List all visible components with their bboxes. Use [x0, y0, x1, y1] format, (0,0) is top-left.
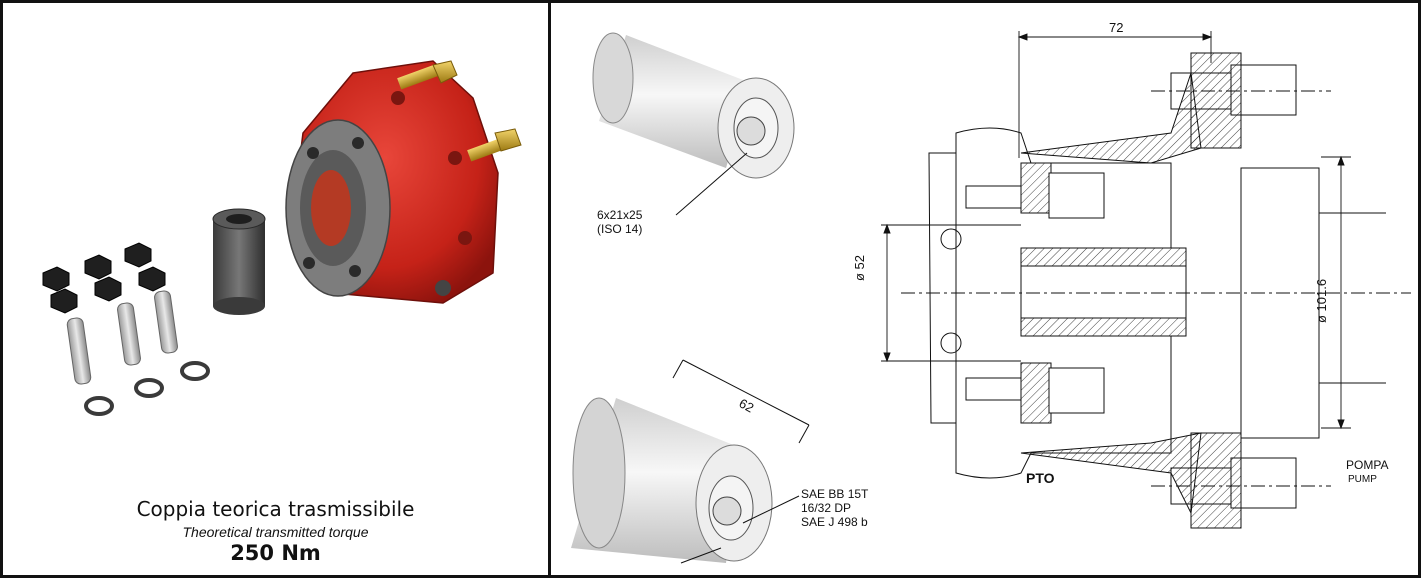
- studs: [66, 290, 178, 385]
- spline-sae-line-3: SAE J 498 b: [801, 515, 868, 529]
- spline-sae-line-1: SAE BB 15T: [801, 487, 869, 501]
- pto-label: PTO: [1026, 470, 1055, 486]
- product-photo-panel: Coppia teorica trasmissibile Theoretical…: [3, 3, 548, 575]
- sleeve-iso14-view: [592, 32, 795, 216]
- flange-adapter: [285, 60, 499, 304]
- hex-nuts: [42, 242, 166, 314]
- panel-divider: [548, 0, 551, 578]
- torque-value: 250 Nm: [230, 541, 321, 565]
- torque-caption-italian: Coppia teorica trasmissibile: [136, 497, 415, 521]
- splined-sleeve: [212, 208, 266, 315]
- flange-section: [901, 52, 1411, 529]
- torque-caption-english: Theoretical transmitted torque: [182, 524, 369, 540]
- spline-iso14-label: 6x21x25 (ISO 14): [597, 208, 642, 236]
- technical-drawing: [571, 31, 1411, 564]
- washers: [84, 361, 210, 416]
- brass-bolts: [397, 60, 522, 162]
- spline-iso14-line-1: 6x21x25: [597, 208, 643, 222]
- width-dimension: 72: [1109, 20, 1124, 35]
- pump-label-italian: POMPA: [1346, 458, 1389, 472]
- large-diameter-dimension: ø 101.6: [1314, 278, 1329, 323]
- dimension-lines: [881, 31, 1351, 430]
- product-illustration: [42, 60, 522, 416]
- spline-iso14-line-2: (ISO 14): [597, 222, 643, 236]
- spline-sae-label: SAE BB 15T 16/32 DP SAE J 498 b: [801, 487, 868, 529]
- spline-sae-line-2: 16/32 DP: [801, 501, 852, 515]
- pump-label-english: PUMP: [1348, 474, 1377, 485]
- technical-drawing-panel: 6x21x25 (ISO 14) 62 SAE BB 15T 16/32 DP …: [551, 3, 1418, 575]
- sleeve-sae-view: [571, 359, 810, 564]
- small-diameter-dimension: ø 52: [852, 254, 867, 281]
